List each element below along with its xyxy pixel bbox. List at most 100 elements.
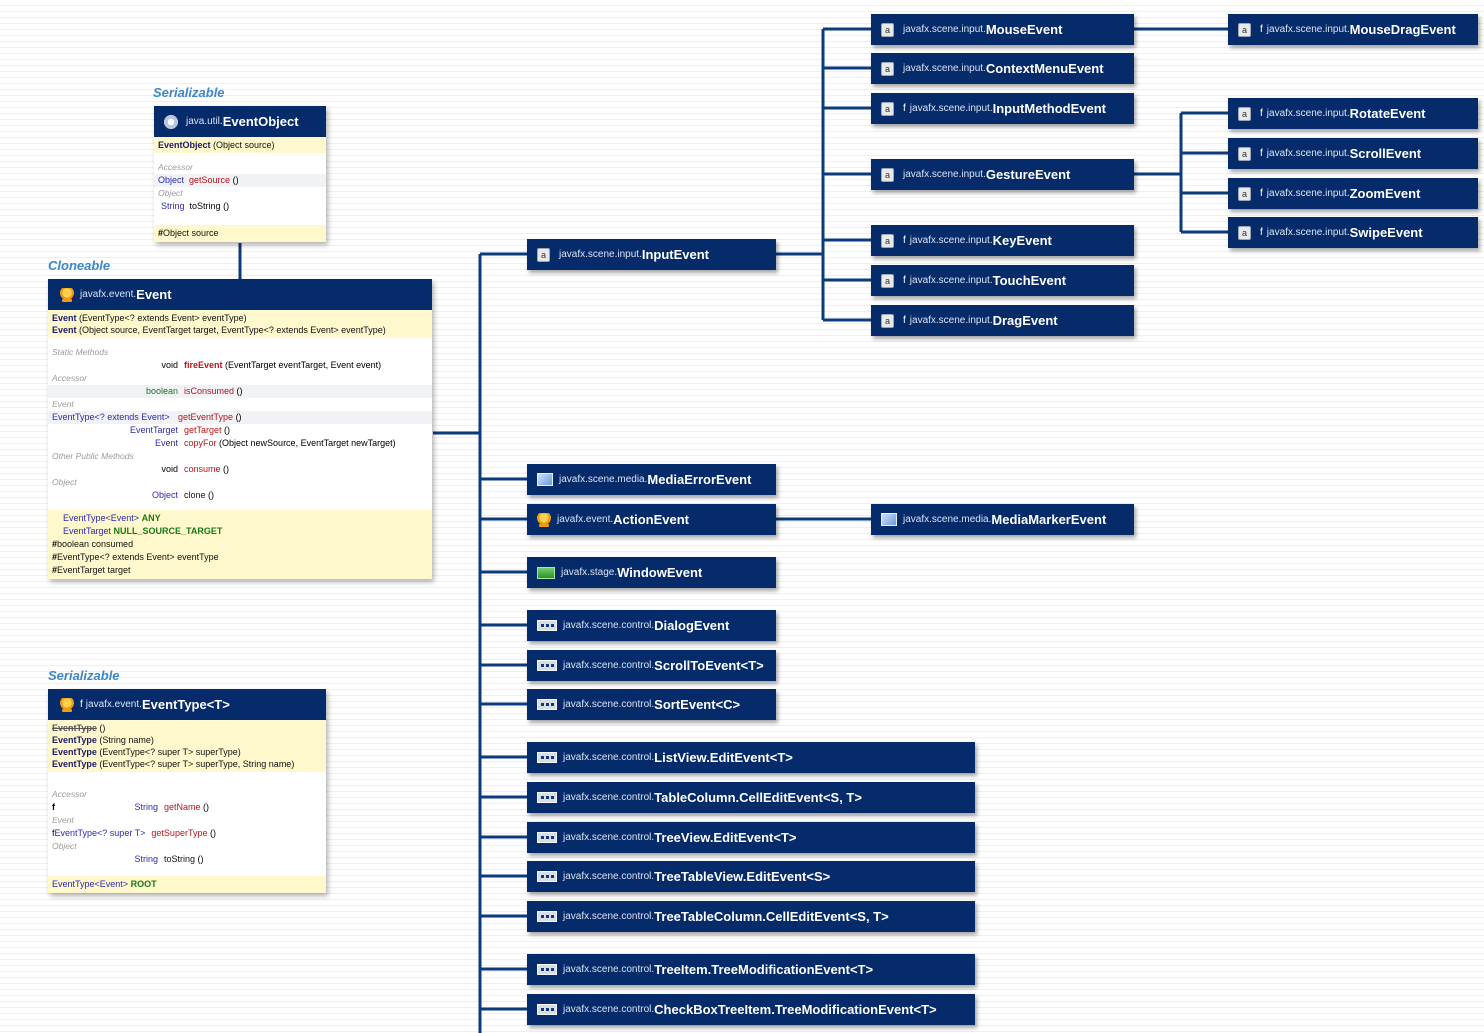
abstract-icon: a (881, 22, 894, 37)
interface-label-cloneable: Cloneable (48, 258, 111, 273)
constructors: EventObject (Object source) (154, 137, 326, 153)
class-node-gestureevent[interactable]: a javafx.scene.input.GestureEvent (871, 159, 1134, 190)
class-node-rotateevent[interactable]: a f javafx.scene.input.RotateEvent (1228, 98, 1478, 129)
section-label: Object (52, 477, 77, 487)
class-node-treetableview-editevent[interactable]: javafx.scene.control.TreeTableView.EditE… (527, 861, 975, 892)
fields: EventType<Event> ANY EventTarget NULL_SO… (48, 510, 432, 579)
class-name: Event (136, 287, 172, 302)
class-node-mediaerrorevent[interactable]: javafx.scene.media.MediaErrorEvent (527, 464, 776, 495)
class-node-dragevent[interactable]: a f javafx.scene.input.DragEvent (871, 305, 1134, 336)
method-row: EventType<? extends Event>getEventType (… (48, 411, 432, 424)
class-node-sortevent[interactable]: javafx.scene.control.SortEvent<C> (527, 689, 776, 720)
control-icon (537, 660, 557, 671)
bell-icon (537, 512, 551, 527)
class-node-treeview-editevent[interactable]: javafx.scene.control.TreeView.EditEvent<… (527, 822, 975, 853)
class-name: EventType<T> (141, 697, 230, 712)
class-node-listview-editevent[interactable]: javafx.scene.control.ListView.EditEvent<… (527, 742, 975, 773)
class-node-actionevent[interactable]: javafx.event.ActionEvent (527, 504, 776, 535)
abstract-icon: a (1238, 225, 1251, 240)
class-node-windowevent[interactable]: javafx.stage.WindowEvent (527, 557, 776, 588)
package-name: javafx.event. (85, 699, 142, 710)
gear-icon (162, 112, 180, 131)
abstract-icon: a (537, 247, 550, 262)
final-mark: f (1260, 24, 1263, 35)
stage-icon (537, 566, 555, 579)
control-icon (537, 964, 557, 975)
abstract-icon: a (881, 167, 894, 182)
class-node-zoomevent[interactable]: a f javafx.scene.input.ZoomEvent (1228, 178, 1478, 209)
control-icon (537, 911, 557, 922)
method-row: Object getSource () (154, 174, 326, 187)
section-label: Event (52, 399, 74, 409)
class-node-tablecolumn-celleditevent[interactable]: javafx.scene.control.TableColumn.CellEdi… (527, 782, 975, 813)
class-header: javafx.event. Event (48, 279, 432, 310)
class-node-checkboxtreeitem-treemodificationevent[interactable]: javafx.scene.control.CheckBoxTreeItem.Tr… (527, 994, 975, 1025)
class-node-keyevent[interactable]: a f javafx.scene.input.KeyEvent (871, 225, 1134, 256)
section-label: Accessor (52, 789, 87, 799)
class-node-swipeevent[interactable]: a f javafx.scene.input.SwipeEvent (1228, 217, 1478, 248)
abstract-icon: a (1238, 146, 1251, 161)
control-icon (537, 620, 557, 631)
control-icon (537, 871, 557, 882)
abstract-icon: a (881, 273, 894, 288)
section-label: Object (158, 188, 183, 198)
class-node-scrollevent[interactable]: a f javafx.scene.input.ScrollEvent (1228, 138, 1478, 169)
section-label: Object (52, 841, 77, 851)
media-icon (537, 473, 553, 486)
section-label: Accessor (52, 373, 87, 383)
abstract-icon: a (881, 61, 894, 76)
control-icon (537, 1004, 557, 1015)
constructors: EventType () EventType (String name) Eve… (48, 720, 326, 772)
media-icon (881, 513, 897, 526)
fields: EventType<Event> ROOT (48, 876, 326, 893)
final-mark: f (903, 103, 906, 114)
method-row: String toString () (161, 201, 230, 211)
class-node-scrolltoevent[interactable]: javafx.scene.control.ScrollToEvent<T> (527, 650, 776, 681)
class-node-inputmethodevent[interactable]: a f javafx.scene.input.InputMethodEvent (871, 93, 1134, 124)
final-mark: f (1260, 188, 1263, 199)
class-node-treetablecolumn-celleditevent[interactable]: javafx.scene.control.TreeTableColumn.Cel… (527, 901, 975, 932)
final-mark: f (1260, 108, 1263, 119)
package-name: java.util. (186, 116, 223, 127)
control-icon (537, 792, 557, 803)
abstract-icon: a (1238, 106, 1251, 121)
class-node-inputevent[interactable]: a javafx.scene.input.InputEvent (527, 239, 776, 270)
package-name: javafx.event. (80, 289, 137, 300)
class-node-mouseevent[interactable]: a javafx.scene.input.MouseEvent (871, 14, 1134, 45)
bell-icon (60, 287, 74, 302)
interface-label-serializable: Serializable (48, 668, 120, 683)
control-icon (537, 832, 557, 843)
abstract-icon: a (881, 313, 894, 328)
class-node-mediamarkerevent[interactable]: javafx.scene.media.MediaMarkerEvent (871, 504, 1134, 535)
abstract-icon: a (881, 233, 894, 248)
abstract-icon: a (881, 101, 894, 116)
control-icon (537, 699, 557, 710)
class-header: java.util. EventObject (154, 106, 326, 137)
class-name: EventObject (222, 114, 299, 129)
class-node-treeitem-treemodificationevent[interactable]: javafx.scene.control.TreeItem.TreeModifi… (527, 954, 975, 985)
constructors: Event (EventType<? extends Event> eventT… (48, 310, 432, 338)
section-label: Accessor (158, 162, 193, 172)
final-mark: f (903, 275, 906, 286)
abstract-icon: a (1238, 186, 1251, 201)
final-mark: f (903, 315, 906, 326)
interface-label-serializable: Serializable (153, 85, 225, 100)
class-node-touchevent[interactable]: a f javafx.scene.input.TouchEvent (871, 265, 1134, 296)
control-icon (537, 752, 557, 763)
class-card-event[interactable]: javafx.event. Event Event (EventType<? e… (48, 279, 432, 579)
class-card-eventtype[interactable]: f javafx.event. EventType<T> EventType (… (48, 689, 326, 893)
class-node-mousedragevent[interactable]: a f javafx.scene.input.MouseDragEvent (1228, 14, 1478, 45)
fields: #Object source (154, 225, 326, 242)
class-node-dialogevent[interactable]: javafx.scene.control.DialogEvent (527, 610, 776, 641)
class-card-eventobject[interactable]: java.util. EventObject EventObject (Obje… (154, 106, 326, 242)
class-node-contextmenuevent[interactable]: a javafx.scene.input.ContextMenuEvent (871, 53, 1134, 84)
